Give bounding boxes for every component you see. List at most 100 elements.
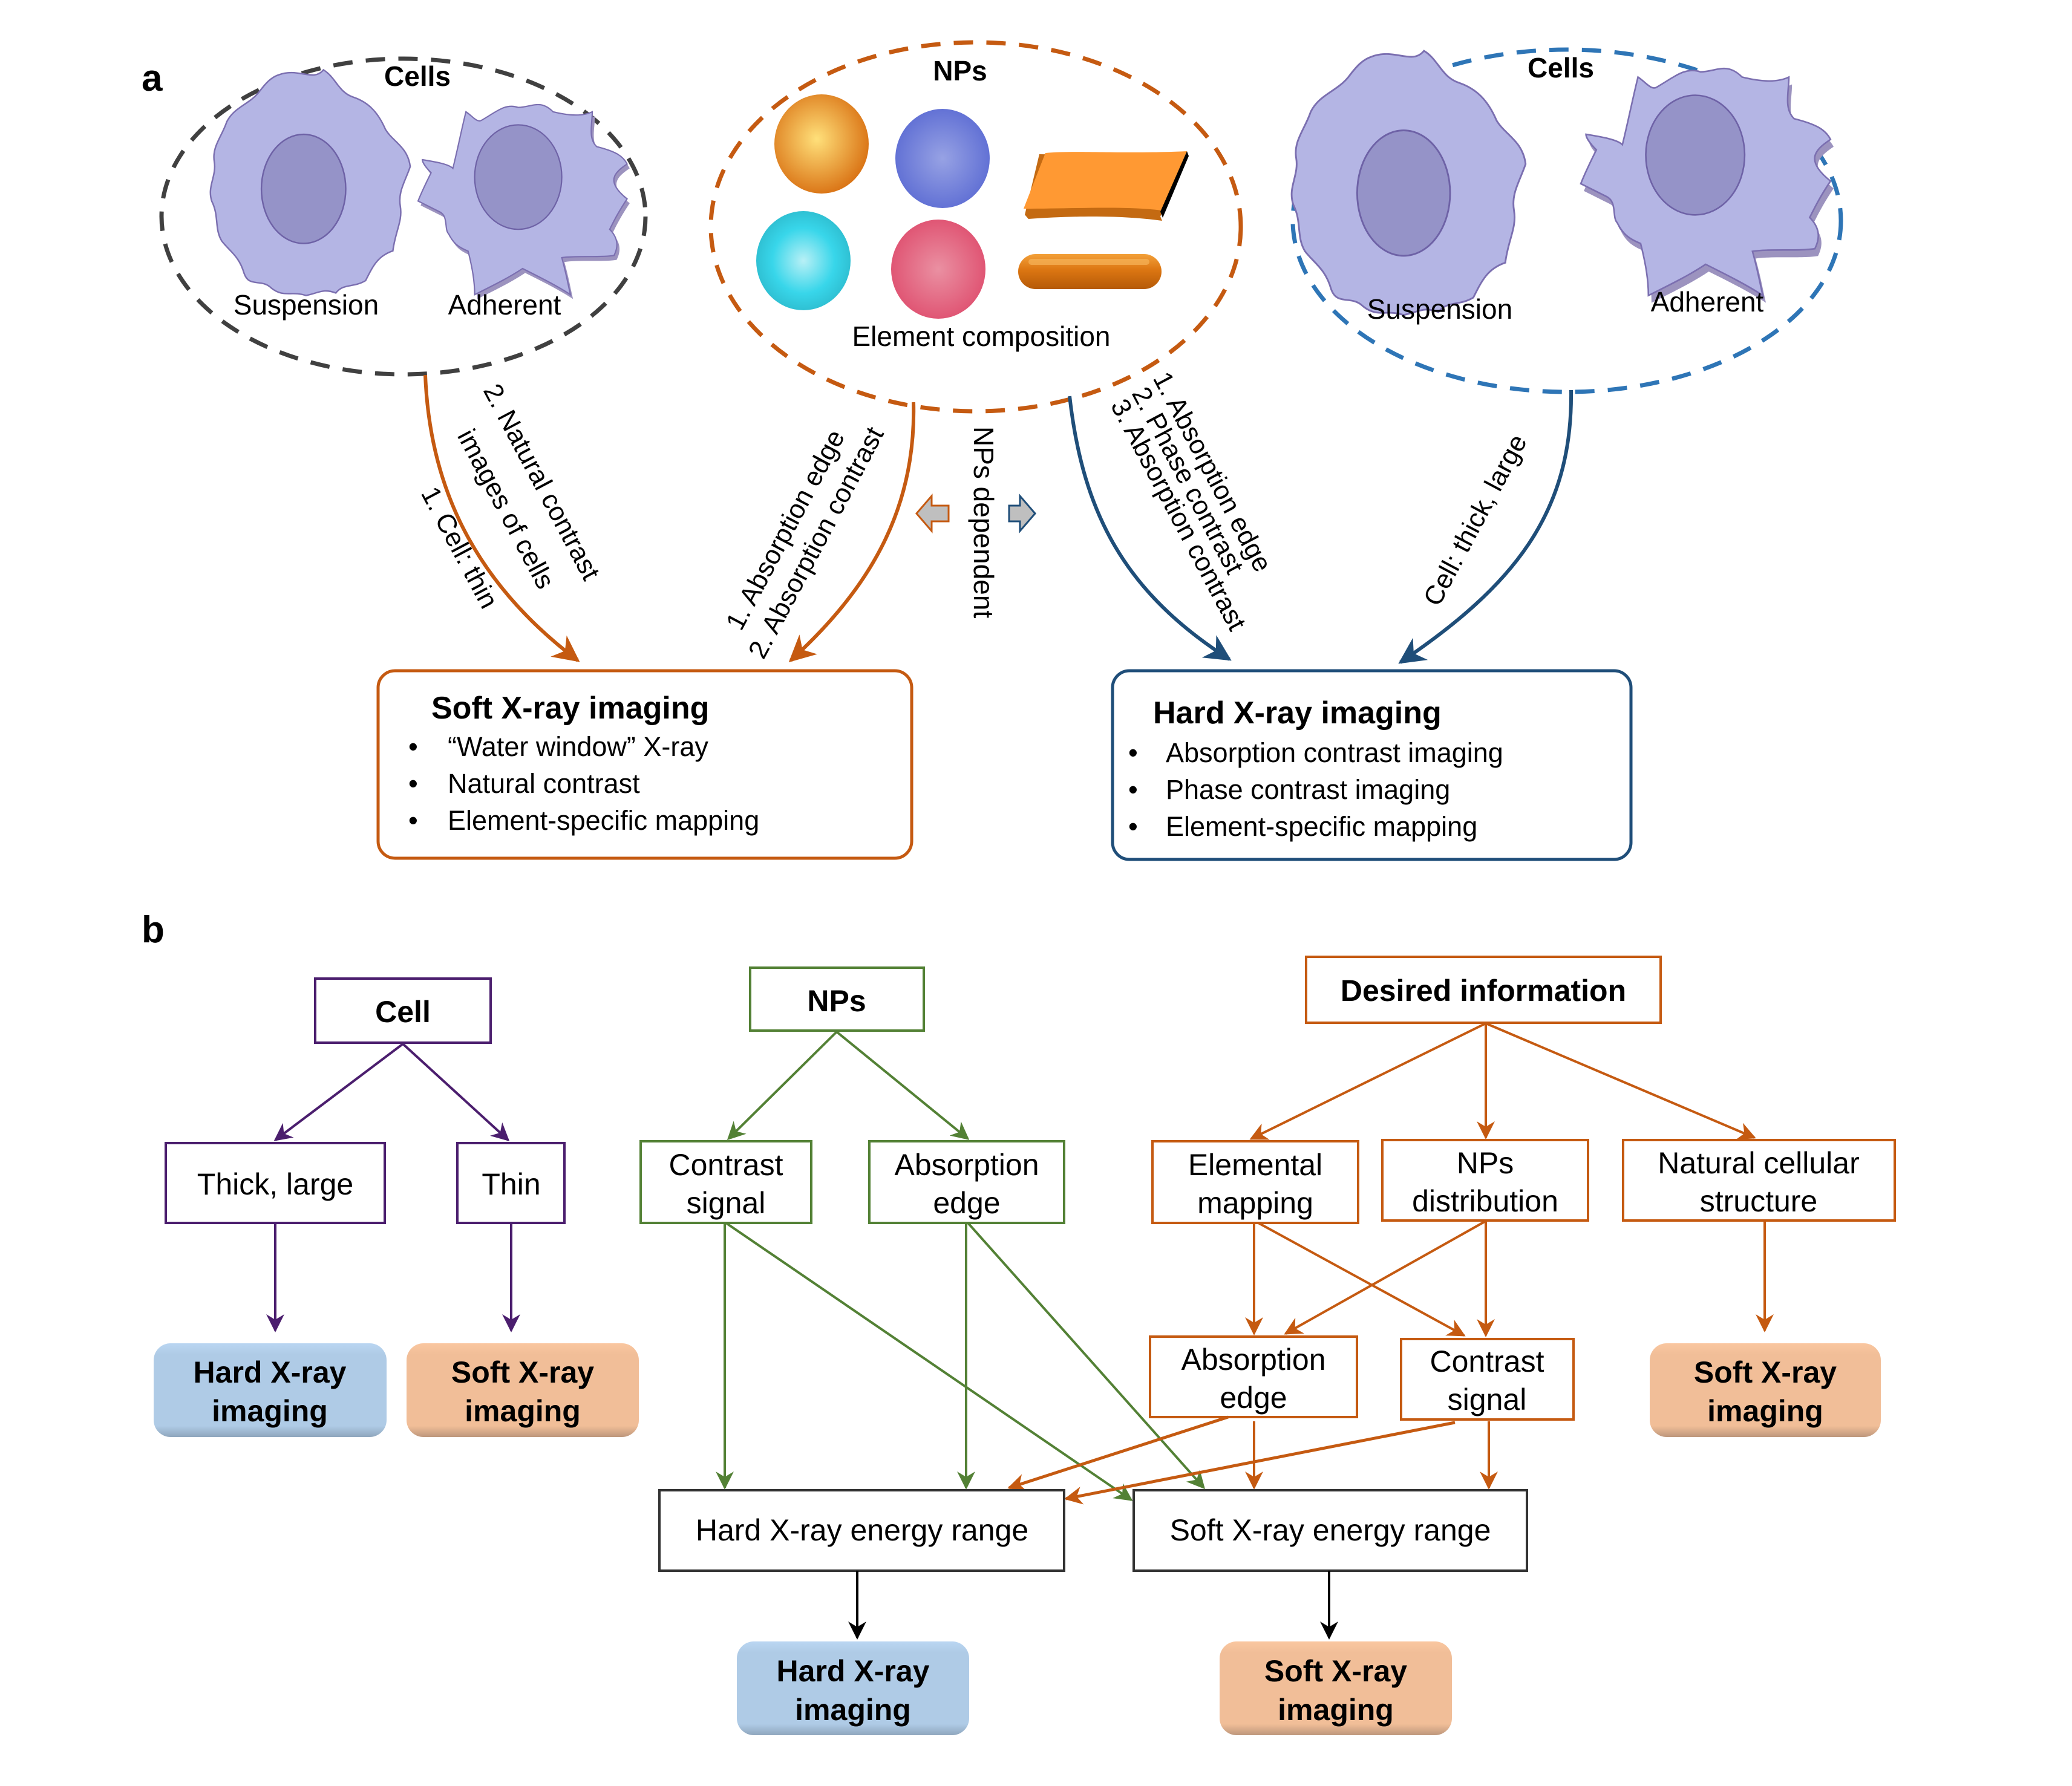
bullet-dot: • xyxy=(1128,811,1138,842)
left-block-arrow-icon xyxy=(915,493,950,534)
hard-bullet-1: Absorption contrast imaging xyxy=(1166,737,1503,768)
info-tree: Desired information Elemental mapping NP… xyxy=(1007,956,1896,1505)
soft-energy-range-node xyxy=(1132,1489,1528,1572)
bullet-dot: • xyxy=(408,731,418,762)
natural-structure-label-2: structure xyxy=(1700,1184,1818,1218)
arrow-info-to-elemental xyxy=(1249,1022,1486,1140)
adherent-cell-icon xyxy=(417,103,630,299)
soft-xray-imaging-box: Soft X-ray imaging • “Water window” X-ra… xyxy=(376,669,913,860)
elemental-mapping-label-2: mapping xyxy=(1197,1186,1313,1220)
suspension-cell-icon xyxy=(1290,50,1527,316)
natural-structure-node xyxy=(1622,1139,1896,1222)
pink-sphere-icon xyxy=(891,220,985,319)
arrow-cells-to-soft xyxy=(423,374,580,662)
arrow-cell-to-thick xyxy=(273,1043,404,1141)
nanorod-icon xyxy=(1018,254,1162,289)
hard-box-title: Hard X-ray imaging xyxy=(1153,696,1442,731)
thin-label: Thin xyxy=(482,1167,540,1201)
absorption-edge-green-label-1: Absorption xyxy=(894,1148,1039,1182)
nps-dependent-label: NPs dependent xyxy=(968,426,999,618)
bullet-dot: • xyxy=(1128,737,1138,768)
left-cells-ellipse xyxy=(159,56,648,377)
soft-bullet-3: Element-specific mapping xyxy=(448,805,759,836)
nps-distribution-label-2: distribution xyxy=(1412,1184,1558,1218)
absorption-edge-orange-label-2: edge xyxy=(1220,1381,1287,1415)
nps-node xyxy=(749,966,925,1032)
thick-large-label: Thick, large xyxy=(197,1167,353,1201)
left-cells-group: Cells Suspension Adherent xyxy=(159,56,648,377)
cell-node xyxy=(314,977,492,1044)
bullet-dot: • xyxy=(408,768,418,799)
absorption-edge-green-node xyxy=(868,1140,1065,1224)
elemental-mapping-node xyxy=(1151,1140,1359,1224)
left-adherent-label: Adherent xyxy=(448,289,561,321)
arrow-absorption-to-soft-range xyxy=(967,1222,1205,1490)
nps-distribution-label-1: NPs xyxy=(1457,1146,1514,1180)
nanosheet-icon xyxy=(1024,151,1189,221)
contrast-signal-green-label-2: signal xyxy=(687,1186,766,1220)
thick-large-node xyxy=(165,1142,386,1224)
arrow-nps-to-contrast xyxy=(727,1031,838,1141)
hard-energy-range-node xyxy=(658,1489,1065,1572)
cell-node-label: Cell xyxy=(375,995,431,1029)
desired-info-node xyxy=(1305,956,1662,1024)
arrow-absorption-to-hard-range xyxy=(1007,1415,1229,1491)
contrast-signal-green-label-1: Contrast xyxy=(669,1148,783,1182)
contrast-signal-orange-label-2: signal xyxy=(1448,1383,1527,1416)
contrast-signal-orange-node xyxy=(1400,1338,1575,1421)
soft-bullet-1: “Water window” X-ray xyxy=(448,731,708,762)
arrow-contrast-to-soft-range xyxy=(725,1222,1133,1501)
nps-tree: NPs Contrast signal Absorption edge xyxy=(639,966,1205,1501)
cyan-sphere-icon xyxy=(756,211,851,310)
nps-node-label: NPs xyxy=(807,984,866,1018)
hard-bullet-2: Phase contrast imaging xyxy=(1166,774,1450,805)
natural-structure-label-1: Natural cellular xyxy=(1658,1146,1859,1180)
hard-xray-imaging-box: Hard X-ray imaging • Absorption contrast… xyxy=(1111,669,1633,861)
element-composition-label: Element composition xyxy=(852,321,1111,352)
nps-group: NPs Element composition xyxy=(708,40,1243,414)
right-cells-title: Cells xyxy=(1528,52,1594,83)
arrow-nps-to-hard xyxy=(1068,396,1232,661)
panel-a-label: a xyxy=(142,57,163,99)
soft-bullet-2: Natural contrast xyxy=(448,768,640,799)
right-cells-group: Cells Suspension Adherent xyxy=(1290,47,1843,394)
nps-distribution-node xyxy=(1381,1139,1589,1222)
nps-ellipse xyxy=(708,40,1243,414)
arrow-contrast-to-hard-range xyxy=(1064,1421,1456,1505)
arrow-nps-to-absorption xyxy=(835,1031,970,1140)
arrow-elemental-to-contrast xyxy=(1258,1222,1466,1337)
right-block-arrow-icon xyxy=(1008,493,1036,534)
orange-sphere-icon xyxy=(774,94,869,194)
contrast-signal-orange-label-1: Contrast xyxy=(1430,1344,1544,1378)
cell-tree: Cell Thick, large Thin xyxy=(165,977,566,1332)
cell-thick-label: Cell: thick, large xyxy=(1418,429,1533,610)
hard-bullet-3: Element-specific mapping xyxy=(1166,811,1477,842)
arrow-cell-to-thin xyxy=(402,1043,510,1142)
panel-b-label: b xyxy=(142,909,165,951)
contrast-signal-green-node xyxy=(639,1140,812,1224)
absorption-edge-orange-node xyxy=(1149,1335,1358,1418)
nps-title: NPs xyxy=(933,55,987,86)
blue-sphere-icon xyxy=(895,109,990,208)
left-suspension-label: Suspension xyxy=(234,289,379,321)
bullet-dot: • xyxy=(1128,774,1138,805)
soft-box-title: Soft X-ray imaging xyxy=(431,691,709,726)
right-cells-ellipse xyxy=(1290,47,1843,394)
arrow-cells-to-hard xyxy=(1398,389,1574,664)
adherent-cell-icon xyxy=(1580,67,1834,303)
soft-energy-range-label: Soft X-ray energy range xyxy=(1170,1513,1491,1547)
right-suspension-label: Suspension xyxy=(1367,293,1512,325)
elemental-mapping-label-1: Elemental xyxy=(1188,1148,1322,1182)
arrow-distribution-to-absorption xyxy=(1284,1221,1485,1335)
arrow-info-to-natural xyxy=(1485,1022,1756,1140)
